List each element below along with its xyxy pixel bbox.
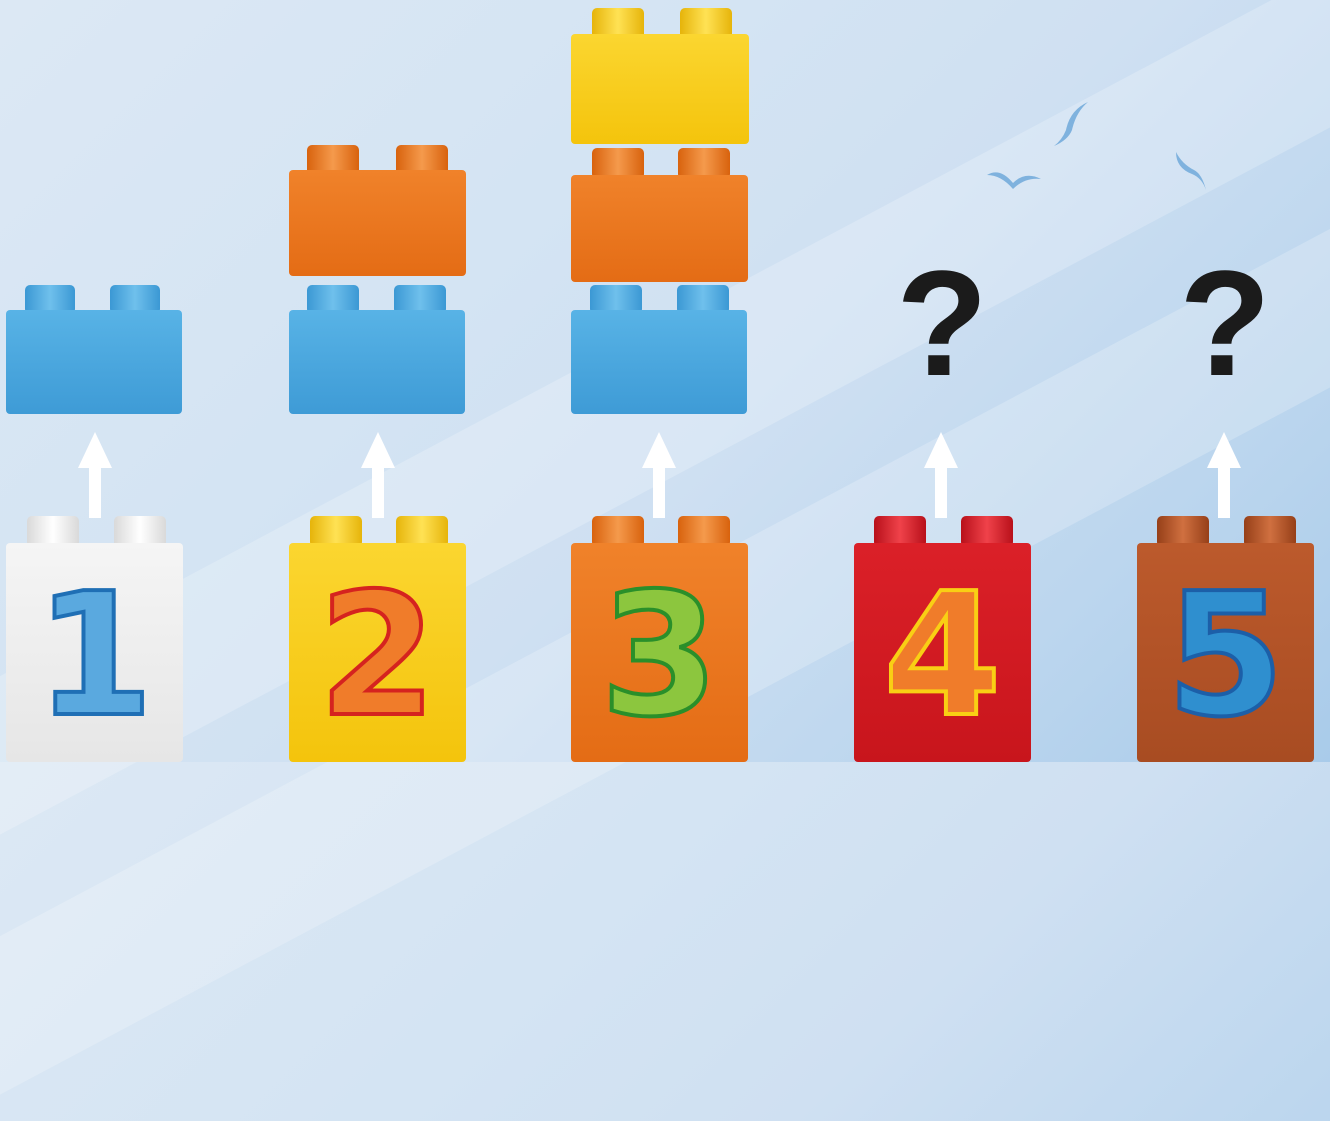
brick-stud bbox=[961, 516, 1013, 544]
brown-brick: 5 bbox=[1137, 543, 1314, 762]
yellow-brick bbox=[571, 34, 749, 144]
brick-stud bbox=[307, 285, 359, 311]
seagull-icon bbox=[1050, 100, 1095, 150]
brick-stud bbox=[25, 285, 75, 311]
numeral-3: 3 bbox=[571, 561, 748, 751]
brick-stud bbox=[677, 285, 729, 311]
brick-stud bbox=[678, 516, 730, 544]
blue-brick bbox=[289, 310, 465, 414]
orange-brick bbox=[289, 170, 466, 276]
yellow-brick: 2 bbox=[289, 543, 466, 762]
up-arrow-icon bbox=[1207, 432, 1241, 518]
brick-stud bbox=[110, 285, 160, 311]
brick-stud bbox=[680, 8, 732, 36]
up-arrow-icon bbox=[924, 432, 958, 518]
brick-stud bbox=[590, 285, 642, 311]
question-mark: ? bbox=[882, 248, 1002, 398]
up-arrow-icon bbox=[361, 432, 395, 518]
brick-stud bbox=[874, 516, 926, 544]
brick-stud bbox=[114, 516, 166, 544]
numeral-4: 4 bbox=[854, 561, 1031, 751]
seagull-icon bbox=[1172, 150, 1212, 195]
up-arrow-icon bbox=[78, 432, 112, 518]
numeral-1: 1 bbox=[6, 561, 183, 751]
brick-stud bbox=[1244, 516, 1296, 544]
brick-stud bbox=[592, 516, 644, 544]
white-brick: 1 bbox=[6, 543, 183, 762]
brick-stud bbox=[27, 516, 79, 544]
orange-brick bbox=[571, 175, 748, 282]
question-mark: ? bbox=[1165, 248, 1285, 398]
brick-stud bbox=[394, 285, 446, 311]
red-brick: 4 bbox=[854, 543, 1031, 762]
brick-stud bbox=[592, 148, 644, 176]
up-arrow-icon bbox=[642, 432, 676, 518]
blue-brick bbox=[6, 310, 182, 414]
numeral-5: 5 bbox=[1137, 561, 1314, 751]
brick-stud bbox=[1157, 516, 1209, 544]
brick-stud bbox=[307, 145, 359, 172]
blue-brick bbox=[571, 310, 747, 414]
brick-stud bbox=[310, 516, 362, 544]
brick-stud bbox=[592, 8, 644, 36]
numeral-2: 2 bbox=[289, 561, 466, 751]
orange-brick: 3 bbox=[571, 543, 748, 762]
brick-stud bbox=[396, 145, 448, 172]
brick-stud bbox=[678, 148, 730, 176]
brick-stud bbox=[396, 516, 448, 544]
seagull-icon bbox=[985, 165, 1045, 195]
